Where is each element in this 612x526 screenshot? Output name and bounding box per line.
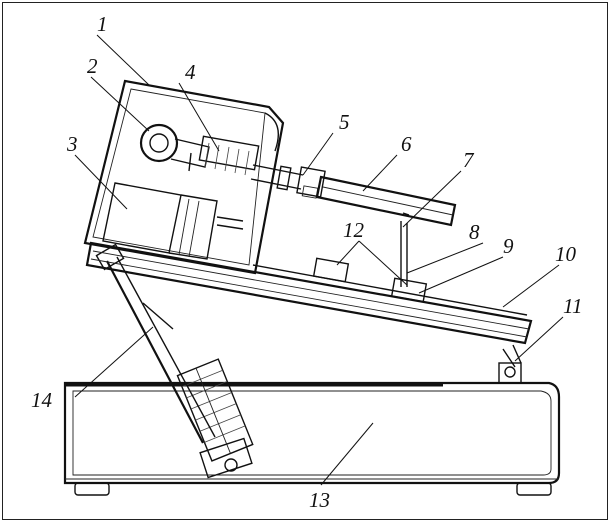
lift-actuator xyxy=(95,243,254,479)
push-arm xyxy=(315,175,457,227)
label-2: 2 xyxy=(87,54,98,78)
label-7: 7 xyxy=(463,148,475,172)
label-14: 14 xyxy=(31,388,53,412)
housing xyxy=(83,79,285,275)
label-10: 10 xyxy=(555,242,577,266)
label-12: 12 xyxy=(343,218,365,242)
drawing-frame: 1 2 3 4 5 6 7 8 9 10 11 12 13 14 xyxy=(2,2,608,520)
label-8: 8 xyxy=(469,220,480,244)
label-3: 3 xyxy=(66,132,78,156)
label-4: 4 xyxy=(185,60,196,84)
inclined-rail xyxy=(85,241,533,345)
label-13: 13 xyxy=(309,488,330,512)
slider-blocks xyxy=(312,221,428,303)
mechanical-diagram: 1 2 3 4 5 6 7 8 9 10 11 12 13 14 xyxy=(31,12,582,512)
coupling xyxy=(250,164,326,199)
screw-assembly xyxy=(188,135,260,176)
label-11: 11 xyxy=(563,294,582,318)
motor xyxy=(102,182,244,260)
eye-roller xyxy=(139,123,210,168)
base-box xyxy=(63,381,561,485)
base-feet xyxy=(74,482,552,496)
part-labels: 1 2 3 4 5 6 7 8 9 10 11 12 13 14 xyxy=(31,12,582,512)
label-1: 1 xyxy=(97,12,108,36)
label-5: 5 xyxy=(339,110,350,134)
rear-hinge xyxy=(498,344,522,384)
label-9: 9 xyxy=(503,234,514,258)
leader-lines xyxy=(74,34,564,486)
label-6: 6 xyxy=(401,132,412,156)
